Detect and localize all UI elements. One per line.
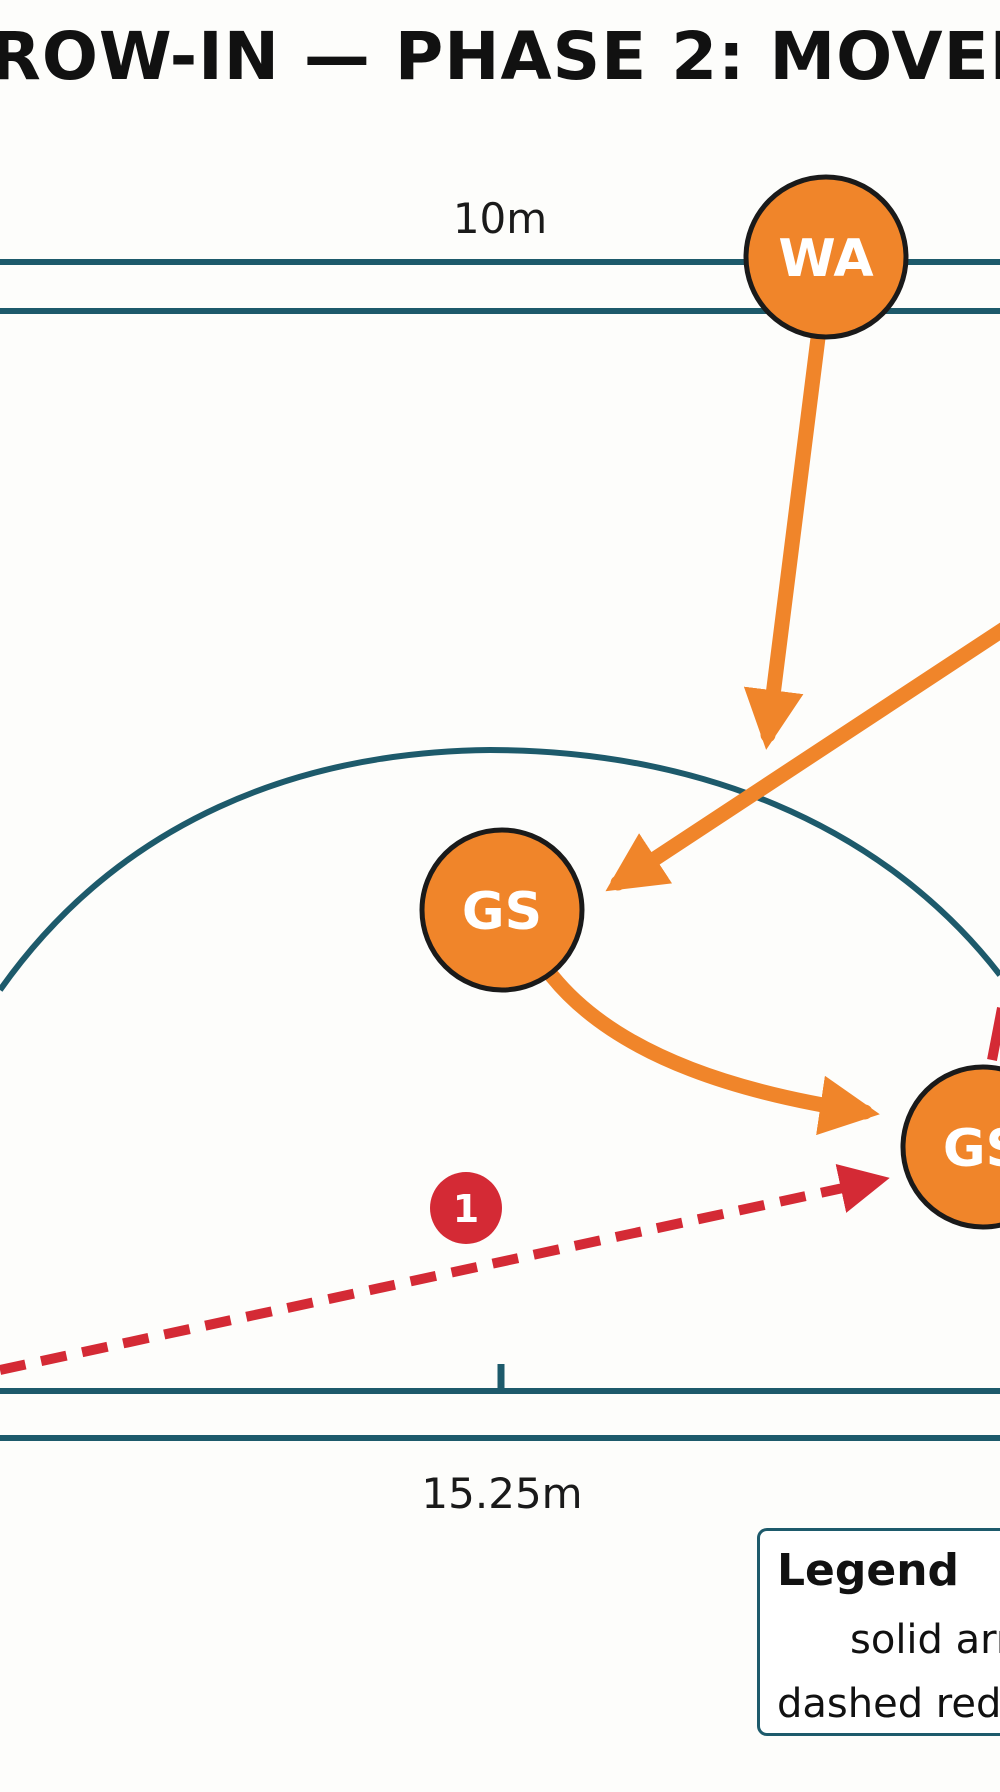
legend-item-dashed-arrow: dashed red a bbox=[777, 1681, 1000, 1727]
player-wa-label: WA bbox=[778, 229, 873, 289]
diagram-title: ROW-IN — PHASE 2: MOVEMEN bbox=[0, 18, 1000, 95]
gs-movement-arrow bbox=[544, 968, 880, 1136]
player-gs-start-label: GS bbox=[462, 882, 542, 942]
legend-item-solid-arrow: solid arr bbox=[850, 1617, 1000, 1663]
step-badge-1: 1 bbox=[430, 1172, 502, 1244]
bottom-dimension-label: 15.25m bbox=[421, 1469, 582, 1518]
legend-title: Legend bbox=[777, 1545, 960, 1596]
incoming-movement-arrow bbox=[605, 622, 1000, 892]
player-gs-end: GS bbox=[900, 1064, 1000, 1230]
player-gs-start: GS bbox=[419, 827, 585, 993]
player-gs-end-label: GS bbox=[943, 1119, 1000, 1179]
step-badge-label: 1 bbox=[453, 1187, 479, 1231]
player-wa: WA bbox=[743, 174, 909, 340]
shooting-circle-arc bbox=[0, 746, 1000, 992]
legend-box: Legend solid arr dashed red a bbox=[757, 1528, 1000, 1736]
wa-movement-arrow bbox=[743, 330, 826, 750]
pass-arrow-partial bbox=[987, 1007, 1000, 1061]
top-dimension-label: 10m bbox=[453, 194, 547, 243]
pass-arrow-dashed bbox=[0, 1164, 890, 1375]
